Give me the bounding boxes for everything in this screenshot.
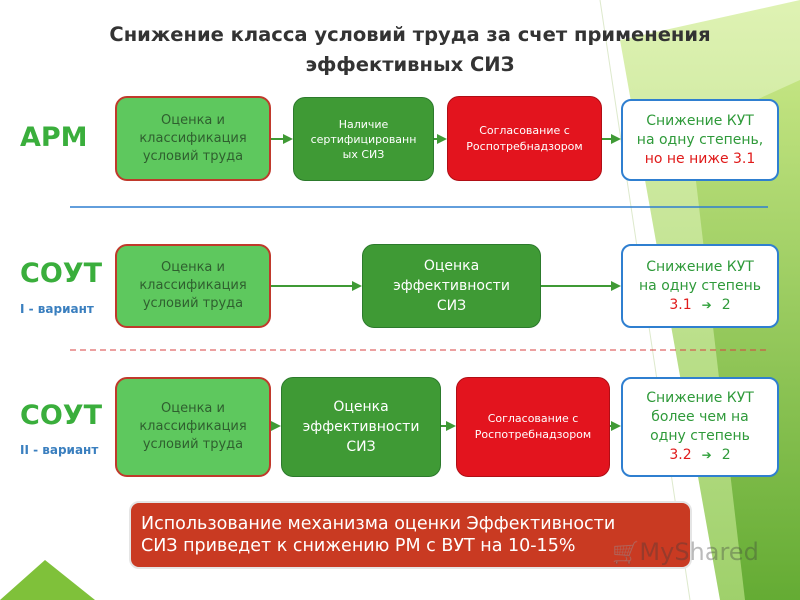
- row-label-sout: СОУТ: [20, 258, 103, 289]
- assessment-box: Оценка и классификация условий труда: [115, 96, 271, 181]
- class-change: 3.1 ➔ 2: [639, 296, 761, 315]
- connector-arrow: [271, 421, 281, 431]
- box-text-line: классификация: [139, 419, 247, 434]
- class-from: 3.2: [669, 447, 692, 463]
- slide-title: Снижение класса условий труда за счет пр…: [60, 20, 760, 80]
- conclusion-line: Использование механизма оценки Эффективн…: [141, 514, 616, 534]
- connector-arrow: [271, 134, 293, 144]
- assessment-box: Оценка и классификация условий труда: [115, 377, 271, 477]
- row-variant-label: I - вариант: [20, 302, 94, 316]
- arrow-right-icon: ➔: [701, 297, 712, 312]
- connector-arrow: [434, 134, 447, 144]
- class-from: 3.1: [669, 296, 692, 313]
- box-text-line: условий труда: [142, 437, 244, 452]
- box-text-line: Роспотребнадзором: [466, 139, 583, 153]
- connector-arrow: [541, 281, 621, 291]
- row-label-arm: АРМ: [20, 122, 88, 153]
- watermark-logo: 🛒MyShared: [612, 538, 759, 566]
- connector-arrow: [271, 281, 362, 291]
- box-text-line: Роспотребнадзором: [474, 428, 592, 441]
- connector-arrow: [610, 421, 621, 431]
- decor-shape-corner: [0, 560, 95, 600]
- result-text-line: на одну степень,: [636, 131, 764, 148]
- result-text-line: Снижение КУТ: [646, 112, 754, 129]
- arrow-right-icon: ➔: [701, 448, 712, 462]
- class-to: 2: [721, 296, 731, 313]
- cart-icon: 🛒: [612, 541, 640, 566]
- watermark-text: MyShared: [639, 538, 759, 566]
- result-box: Снижение КУТ на одну степень 3.1 ➔ 2: [621, 244, 779, 328]
- box-text-line: ых СИЗ: [342, 147, 385, 161]
- box-text-line: Оценка и: [161, 112, 225, 128]
- efficiency-box: Оценка эффективности СИЗ: [362, 244, 541, 328]
- box-text-line: Согласование с: [479, 123, 570, 137]
- result-text-line: Снижение КУТ: [646, 390, 754, 406]
- connector-arrow: [441, 421, 456, 431]
- connector-arrow: [602, 134, 621, 144]
- row-variant-label: II - вариант: [20, 443, 99, 457]
- box-text-line: Согласование с: [487, 412, 579, 425]
- result-text-limit: но не ниже 3.1: [644, 150, 756, 167]
- box-text-line: СИЗ: [346, 439, 376, 455]
- approval-box: Согласование с Роспотребнадзором: [456, 377, 610, 477]
- box-text-line: Оценка: [423, 258, 480, 274]
- result-text-line: более чем на: [651, 409, 749, 425]
- conclusion-box: Использование механизма оценки Эффективн…: [129, 501, 692, 569]
- result-text-line: Снижение КУТ: [646, 258, 754, 275]
- class-to: 2: [721, 447, 731, 463]
- box-text-line: классификация: [139, 130, 247, 146]
- certified-ppe-box: Наличие сертифицированн ых СИЗ: [293, 97, 434, 181]
- conclusion-line: СИЗ приведет к снижению РМ с ВУТ на 10-1…: [141, 536, 576, 556]
- result-text-line: на одну степень: [639, 277, 761, 294]
- efficiency-box: Оценка эффективности СИЗ: [281, 377, 441, 477]
- box-text-line: СИЗ: [436, 298, 467, 314]
- approval-box: Согласование с Роспотребнадзором: [447, 96, 602, 181]
- slide-title-line: Снижение класса условий труда за счет пр…: [109, 23, 711, 46]
- slide-title-line: эффективных СИЗ: [305, 53, 515, 76]
- box-text-line: условий труда: [142, 148, 244, 164]
- result-box: Снижение КУТ на одну степень, но не ниже…: [621, 99, 779, 181]
- result-box: Снижение КУТ более чем на одну степень 3…: [621, 377, 779, 477]
- box-text-line: Оценка и: [161, 260, 225, 275]
- assessment-box: Оценка и классификация условий труда: [115, 244, 271, 328]
- box-text-line: Оценка и: [161, 401, 225, 416]
- class-change: 3.2 ➔ 2: [646, 446, 754, 465]
- box-text-line: эффективности: [393, 278, 510, 294]
- result-text-line: одну степень: [650, 428, 750, 444]
- box-text-line: эффективности: [302, 419, 420, 435]
- row-label-sout: СОУТ: [20, 400, 103, 431]
- box-text-line: сертифицированн: [310, 132, 417, 146]
- box-text-line: условий труда: [142, 296, 244, 311]
- box-text-line: Наличие: [338, 117, 389, 131]
- box-text-line: Оценка: [333, 399, 389, 415]
- box-text-line: классификация: [139, 278, 247, 293]
